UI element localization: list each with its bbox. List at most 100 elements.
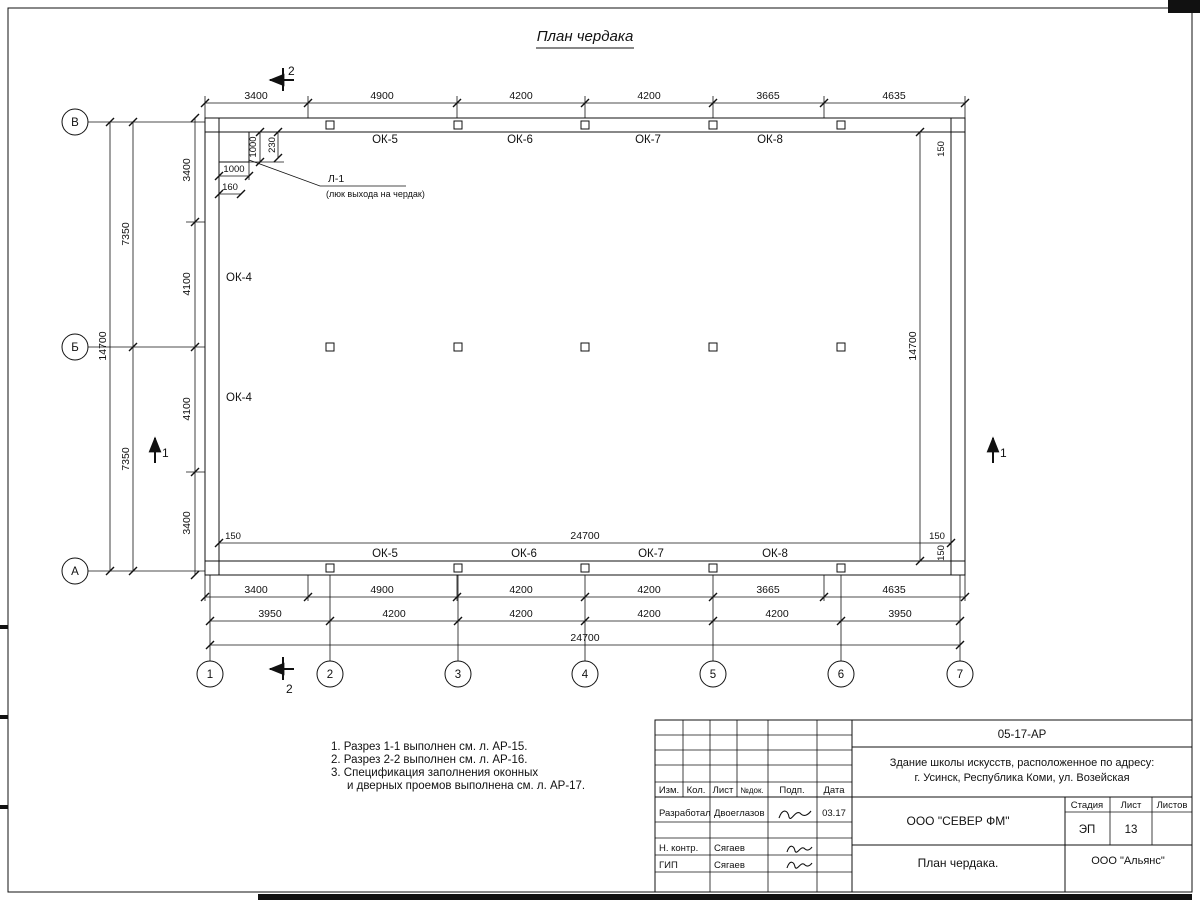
- dim: 3400: [181, 158, 193, 182]
- section-marker-2-top: 2: [268, 64, 295, 91]
- dim: 4200: [637, 608, 661, 620]
- stamp-role: Н. контр.: [659, 843, 698, 854]
- scan-artifact-bottom: [258, 894, 1192, 900]
- section-label: 2: [286, 682, 293, 696]
- dim: 150: [936, 141, 947, 157]
- dim: 160: [222, 182, 238, 193]
- object-line-2: г. Усинск, Республика Коми, ул. Возейска…: [914, 772, 1129, 784]
- dim: 14700: [907, 331, 919, 360]
- sheet-value: 13: [1125, 824, 1138, 836]
- axis-label: 6: [838, 669, 844, 681]
- col-header: Изм.: [659, 785, 679, 796]
- attic-hatch: Л-1 (люк выхода на чердак): [218, 131, 425, 199]
- window-label: ОК-5: [372, 134, 398, 146]
- dim: 3400: [244, 90, 268, 102]
- dim: 4200: [509, 608, 533, 620]
- axis-label: Б: [71, 342, 79, 354]
- dim: 3665: [756, 90, 780, 102]
- dim: 24700: [570, 632, 599, 644]
- stamp-date: 03.17: [822, 808, 846, 819]
- dim: 4200: [509, 584, 533, 596]
- hatch-code: Л-1: [328, 173, 344, 185]
- drawing-title: План чердака: [536, 28, 634, 49]
- note-line: 1. Разрез 1-1 выполнен см. л. АР-15.: [331, 741, 528, 753]
- dim: 4100: [181, 272, 193, 296]
- dim: 4200: [509, 90, 533, 102]
- dim-chains-bottom: 3400 4900 4200 4200 3665 4635 3950 4200 …: [200, 575, 970, 650]
- dim: 3400: [244, 584, 268, 596]
- section-marker-1-right: 1: [986, 436, 1007, 463]
- dim: 4635: [882, 90, 906, 102]
- dim: 4900: [370, 90, 394, 102]
- stage-header: Стадия: [1071, 800, 1103, 811]
- section-marker-1-left: 1: [148, 436, 169, 463]
- window-label: ОК-7: [635, 134, 661, 146]
- axis-label: 2: [327, 669, 333, 681]
- dim: 24700: [570, 530, 599, 542]
- note-line: 3. Спецификация заполнения оконных: [331, 767, 538, 779]
- window-label: ОК-7: [638, 548, 664, 560]
- section-marker-2-bottom: 2: [268, 657, 294, 696]
- window-labels: ОК-5 ОК-6 ОК-7 ОК-8 ОК-5 ОК-6 ОК-7 ОК-8 …: [226, 134, 788, 560]
- dim: 7350: [120, 447, 132, 471]
- dim: 4635: [882, 584, 906, 596]
- axis-label: А: [71, 566, 79, 578]
- dim-chain-inner-bottom: 150 24700 150: [214, 530, 956, 548]
- axis-markers-bottom: 1 2 3 4 5 6 7: [196, 575, 974, 688]
- company: ООО "СЕВЕР ФМ": [907, 814, 1010, 828]
- window-label: ОК-8: [762, 548, 788, 560]
- note-line: и дверных проемов выполнена см. л. АР-17…: [347, 780, 585, 792]
- stage-header: Лист: [1121, 800, 1142, 811]
- axis-markers-left: В Б А: [61, 108, 205, 585]
- scan-artifact-top-right: [1168, 0, 1200, 13]
- col-header: Лист: [713, 785, 734, 796]
- drawing-name: План чердака.: [918, 856, 999, 870]
- stage-header: Листов: [1157, 800, 1188, 811]
- hatch-desc: (люк выхода на чердак): [326, 189, 425, 199]
- window-label: ОК-8: [757, 134, 783, 146]
- window-label: ОК-4: [226, 272, 252, 284]
- stamp-role: ГИП: [659, 860, 678, 871]
- title-block: 05-17-АР Здание школы искусств, располож…: [654, 719, 1193, 893]
- dim: 4900: [370, 584, 394, 596]
- signature: [786, 861, 813, 869]
- dim: 3950: [258, 608, 282, 620]
- dim-chain-top: 3400 4900 4200 4200 3665 4635: [200, 90, 970, 118]
- section-label: 2: [288, 64, 295, 78]
- signature: [786, 845, 813, 853]
- col-header: Дата: [823, 785, 845, 796]
- dim: 14700: [97, 331, 109, 360]
- object-line-1: Здание школы искусств, расположенное по …: [890, 757, 1155, 769]
- stamp-name: Двоеглазов: [714, 808, 765, 819]
- dim: 4200: [637, 90, 661, 102]
- doc-number: 05-17-АР: [998, 729, 1047, 741]
- dim-chain-right: 14700 150 150: [907, 127, 947, 566]
- col-header: №док.: [740, 786, 763, 795]
- page-title: План чердака: [537, 28, 634, 45]
- dim: 1000: [223, 164, 244, 175]
- dim: 150: [929, 531, 945, 542]
- dim: 3950: [888, 608, 912, 620]
- dim: 4200: [382, 608, 406, 620]
- axis-label: 7: [957, 669, 963, 681]
- section-label: 1: [162, 446, 169, 460]
- dim: 4200: [637, 584, 661, 596]
- window-label: ОК-4: [226, 392, 252, 404]
- stamp-name: Сягаев: [714, 843, 745, 854]
- axis-label: 3: [455, 669, 461, 681]
- col-header: Кол.: [687, 785, 706, 796]
- section-label: 1: [1000, 446, 1007, 460]
- dim: 7350: [120, 222, 132, 246]
- columns: [325, 120, 846, 573]
- org-name: ООО "Альянс": [1091, 855, 1165, 867]
- walls: [204, 117, 966, 576]
- axis-label: 5: [710, 669, 716, 681]
- notes: 1. Разрез 1-1 выполнен см. л. АР-15. 2. …: [331, 741, 585, 792]
- axis-label: В: [71, 117, 79, 129]
- dim: 230: [267, 137, 278, 153]
- dim-hatch-detail: 1000 230 1000 160: [214, 127, 284, 199]
- stamp-name: Сягаев: [714, 860, 745, 871]
- dim: 3665: [756, 584, 780, 596]
- axis-label: 4: [582, 669, 589, 681]
